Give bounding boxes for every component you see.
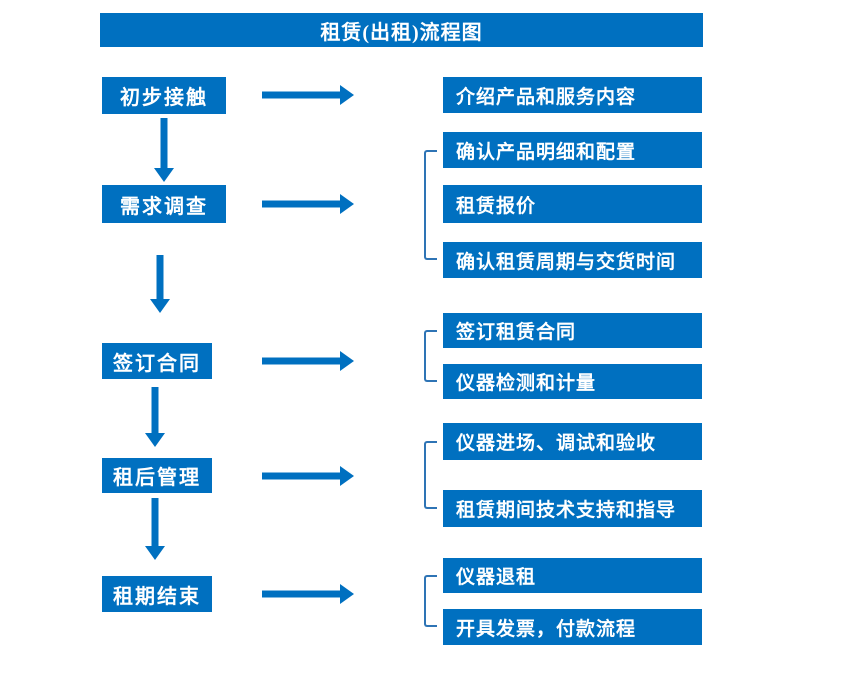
arrow-head [340, 466, 354, 486]
arrow-shaft [262, 91, 343, 99]
output-box-sign-rental-contract: 签订租赁合同 [443, 313, 702, 348]
arrow-head [154, 168, 174, 182]
group-bracket [424, 441, 437, 509]
arrow-shaft [262, 200, 343, 208]
step-box-initial-contact: 初步接触 [102, 77, 226, 114]
output-box-instrument-return: 仪器退租 [443, 558, 702, 593]
down-arrow-icon [150, 255, 170, 313]
arrow-shaft [262, 472, 343, 480]
right-arrow-icon [262, 351, 354, 371]
arrow-head [145, 433, 165, 447]
arrow-shaft [262, 357, 343, 365]
output-box-introduce-products-services: 介绍产品和服务内容 [443, 77, 702, 113]
step-box-sign-contract: 签订合同 [102, 343, 212, 379]
arrow-head [145, 546, 165, 560]
output-box-rental-quotation: 租赁报价 [443, 185, 702, 223]
step-box-rental-end: 租期结束 [102, 576, 212, 612]
output-box-confirm-rental-period-delivery: 确认租赁周期与交货时间 [443, 242, 702, 278]
group-bracket [424, 150, 437, 260]
arrow-head [340, 194, 354, 214]
arrow-shaft [160, 118, 168, 171]
right-arrow-icon [262, 194, 354, 214]
right-arrow-icon [262, 466, 354, 486]
arrow-head [340, 584, 354, 604]
output-box-instrument-testing-metering: 仪器检测和计量 [443, 364, 702, 399]
group-bracket [424, 330, 437, 382]
arrow-shaft [156, 255, 164, 302]
flowchart-title: 租赁(出租)流程图 [100, 13, 703, 47]
down-arrow-icon [154, 118, 174, 182]
step-box-post-rental-management: 租后管理 [102, 458, 212, 493]
group-bracket [424, 575, 437, 627]
step-box-demand-survey: 需求调查 [102, 185, 226, 223]
right-arrow-icon [262, 584, 354, 604]
arrow-head [340, 351, 354, 371]
output-box-confirm-product-details: 确认产品明细和配置 [443, 132, 702, 168]
arrow-head [340, 85, 354, 105]
arrow-shaft [151, 498, 159, 549]
arrow-shaft [262, 590, 343, 598]
output-box-technical-support-guidance: 租赁期间技术支持和指导 [443, 490, 702, 527]
output-box-invoice-payment-process: 开具发票，付款流程 [443, 609, 702, 645]
right-arrow-icon [262, 85, 354, 105]
down-arrow-icon [145, 498, 165, 560]
output-box-instrument-arrival-commissioning: 仪器进场、调试和验收 [443, 423, 702, 460]
arrow-head [150, 299, 170, 313]
arrow-shaft [151, 387, 159, 436]
down-arrow-icon [145, 387, 165, 447]
